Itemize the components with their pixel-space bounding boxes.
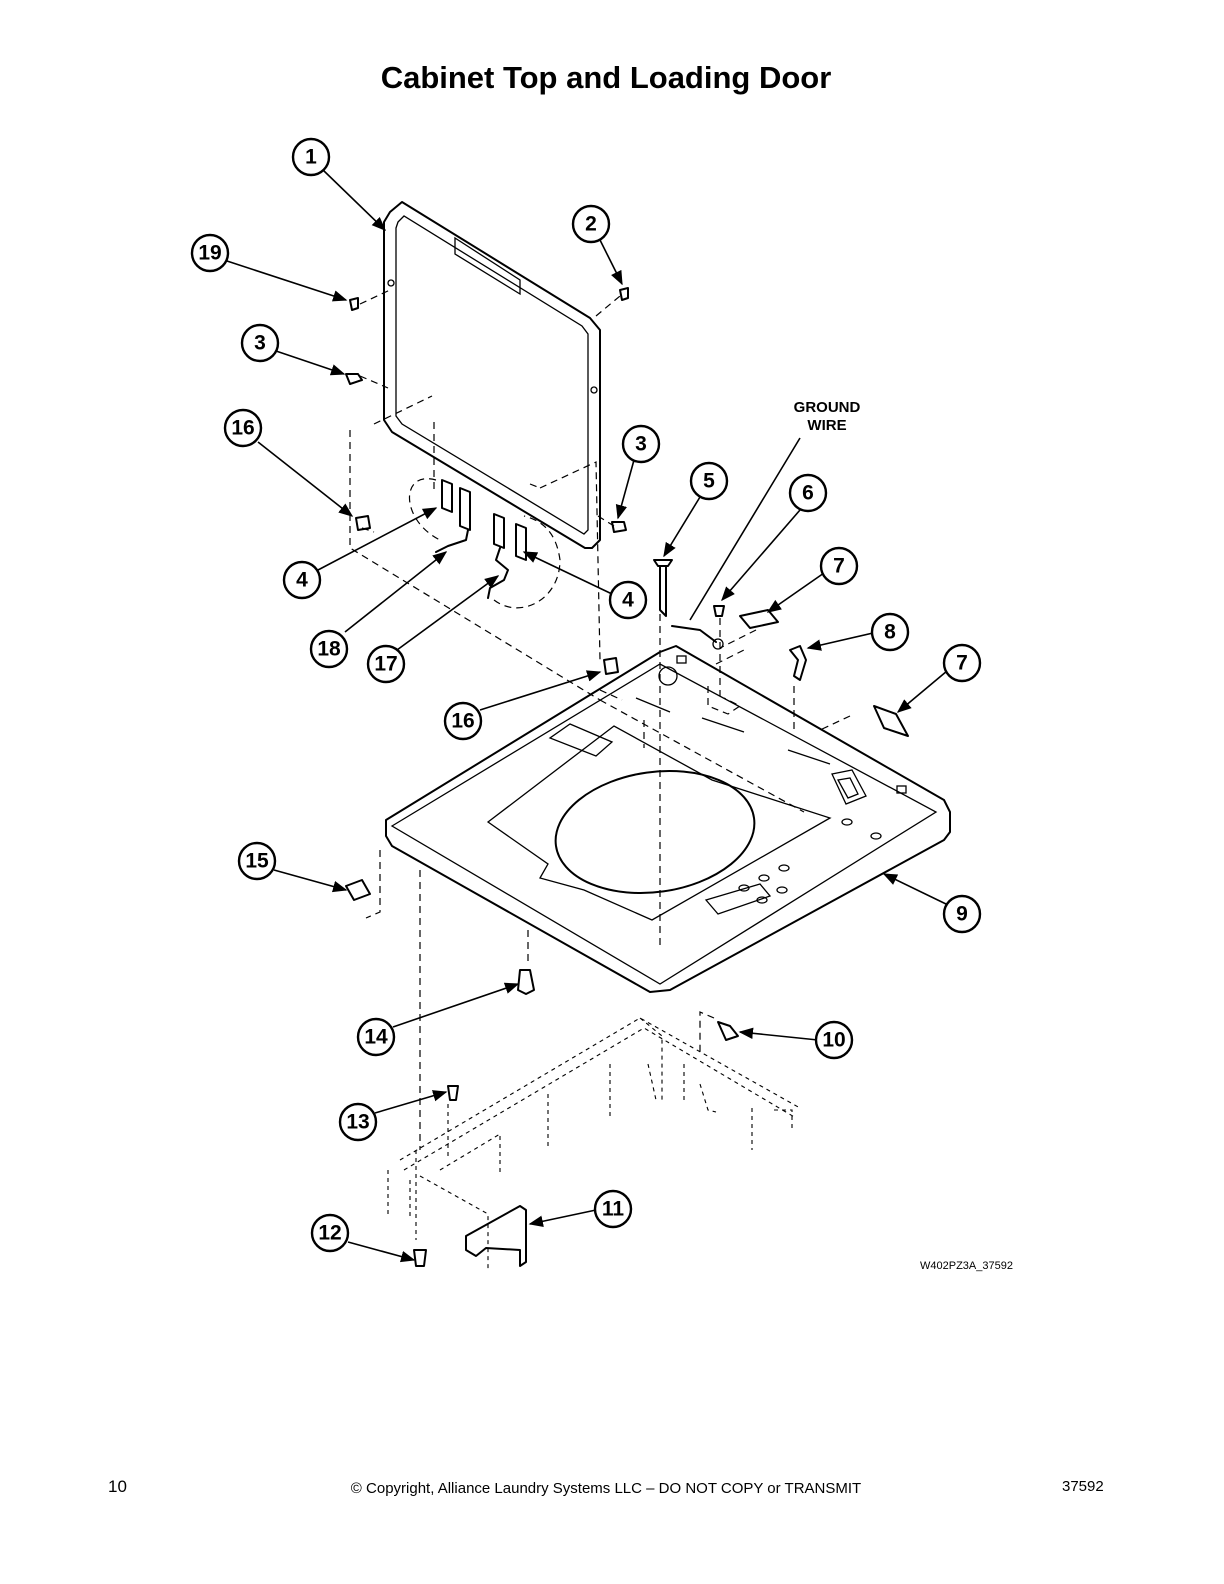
assembly-lines xyxy=(349,289,851,1272)
svg-text:7: 7 xyxy=(956,652,968,675)
svg-text:3: 3 xyxy=(254,332,266,355)
svg-text:9: 9 xyxy=(956,903,968,926)
callout-16: 16 xyxy=(443,701,483,741)
loading-door xyxy=(383,201,601,549)
callout-16: 16 xyxy=(223,408,263,448)
svg-text:11: 11 xyxy=(602,1198,625,1221)
svg-text:19: 19 xyxy=(198,242,221,265)
callout-7: 7 xyxy=(942,643,982,683)
callout-12: 12 xyxy=(310,1213,350,1253)
callout-14: 14 xyxy=(356,1017,396,1057)
svg-text:17: 17 xyxy=(374,653,397,676)
svg-text:13: 13 xyxy=(346,1111,369,1134)
svg-text:2: 2 xyxy=(585,213,597,236)
cabinet-top xyxy=(385,645,951,993)
hardware xyxy=(345,287,909,1267)
callout-17: 17 xyxy=(366,644,406,684)
svg-text:16: 16 xyxy=(451,710,474,733)
callout-8: 8 xyxy=(870,612,910,652)
svg-text:3: 3 xyxy=(635,433,647,456)
callout-9: 9 xyxy=(942,894,982,934)
svg-text:16: 16 xyxy=(231,417,254,440)
document-number: 37592 xyxy=(1062,1478,1104,1495)
callout-5: 5 xyxy=(689,461,729,501)
callout-15: 15 xyxy=(237,841,277,881)
callout-18: 18 xyxy=(309,629,349,669)
svg-text:4: 4 xyxy=(622,589,634,612)
svg-text:12: 12 xyxy=(318,1222,341,1245)
svg-text:7: 7 xyxy=(833,555,845,578)
svg-text:8: 8 xyxy=(884,621,896,644)
leader-lines xyxy=(226,169,948,1263)
svg-text:15: 15 xyxy=(245,850,269,873)
callout-2: 2 xyxy=(571,204,611,244)
callout-4: 4 xyxy=(282,560,322,600)
svg-text:5: 5 xyxy=(703,470,715,493)
ground-wire-label-line1: GROUND xyxy=(794,399,861,416)
svg-text:14: 14 xyxy=(364,1026,388,1049)
svg-text:6: 6 xyxy=(802,482,814,505)
callout-6: 6 xyxy=(788,473,828,513)
ground-wire-label-line2: WIRE xyxy=(807,417,846,434)
drawing-id: W402PZ3A_37592 xyxy=(920,1260,1013,1272)
callout-19: 19 xyxy=(190,233,230,273)
copyright-notice: © Copyright, Alliance Laundry Systems LL… xyxy=(350,1480,862,1497)
callout-3: 3 xyxy=(621,424,661,464)
page-number: 10 xyxy=(108,1477,127,1496)
callout-13: 13 xyxy=(338,1102,378,1142)
callout-1: 1 xyxy=(291,137,331,177)
svg-text:4: 4 xyxy=(296,569,308,592)
callout-7: 7 xyxy=(819,546,859,586)
svg-text:18: 18 xyxy=(317,638,341,661)
callout-4: 4 xyxy=(608,580,648,620)
svg-text:10: 10 xyxy=(822,1029,845,1052)
svg-text:1: 1 xyxy=(305,146,317,169)
callout-3: 3 xyxy=(240,323,280,363)
callout-10: 10 xyxy=(814,1020,854,1060)
page-title: Cabinet Top and Loading Door xyxy=(380,60,832,95)
callout-11: 11 xyxy=(593,1189,633,1229)
